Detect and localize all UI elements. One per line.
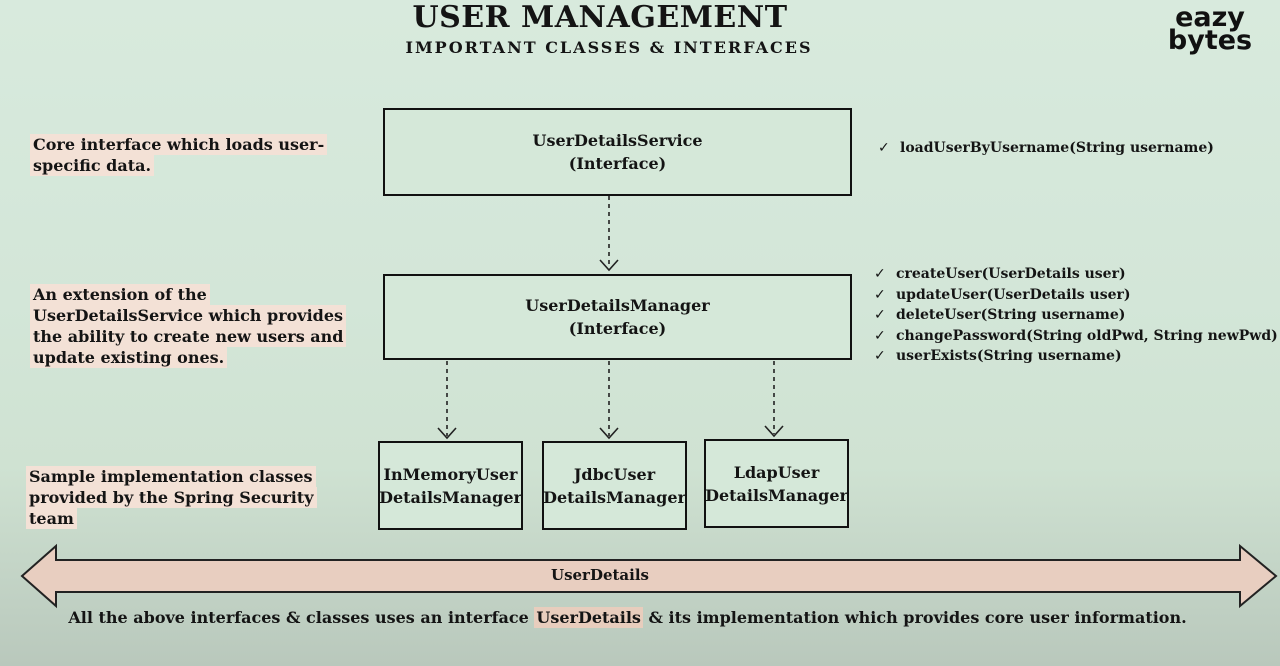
service-description: Core interface which loads user-specific…: [30, 134, 370, 176]
ldap-line-2: DetailsManager: [705, 485, 848, 505]
arrowhead-manager-ldap: [764, 425, 784, 438]
page-title: USER MANAGEMENT: [412, 0, 788, 35]
page-subtitle: IMPORTANT CLASSES & INTERFACES: [405, 38, 813, 57]
user-details-manager-kind: (Interface): [568, 319, 667, 338]
method-item: ✓loadUserByUsername(String username): [878, 138, 1214, 159]
user-details-service-box: UserDetailsService (Interface): [383, 108, 852, 196]
check-icon: ✓: [874, 327, 886, 344]
logo-line-2: bytes: [1167, 25, 1253, 56]
user-details-service-kind: (Interface): [568, 154, 667, 173]
footer-note: All the above interfaces & classes uses …: [68, 607, 1187, 628]
ldap-line-1: LdapUser: [733, 462, 820, 482]
logo-line-1: eazy: [1175, 2, 1245, 33]
implementations-description: Sample implementation classes provided b…: [26, 466, 351, 529]
method-item: ✓changePassword(String oldPwd, String ne…: [874, 326, 1278, 347]
ldap-user-details-manager-box: LdapUser DetailsManager: [704, 439, 849, 528]
jdbc-line-1: JdbcUser: [573, 464, 656, 484]
inmemory-line-1: InMemoryUser: [383, 464, 518, 484]
arrowhead-manager-jdbc: [599, 427, 619, 440]
inmemory-user-details-manager-box: InMemoryUser DetailsManager: [378, 441, 523, 530]
method-item: ✓createUser(UserDetails user): [874, 264, 1278, 285]
check-icon: ✓: [874, 266, 886, 282]
user-details-double-arrow: [20, 543, 1278, 609]
user-details-manager-name: UserDetailsManager: [525, 296, 710, 315]
manager-methods-list: ✓createUser(UserDetails user) ✓updateUse…: [874, 264, 1278, 367]
manager-description: An extension of the UserDetailsService w…: [30, 284, 370, 368]
method-item: ✓userExists(String username): [874, 346, 1278, 367]
jdbc-user-details-manager-box: JdbcUser DetailsManager: [542, 441, 687, 530]
method-item: ✓deleteUser(String username): [874, 305, 1278, 326]
jdbc-line-2: DetailsManager: [543, 487, 686, 507]
user-details-arrow-label: UserDetails: [550, 566, 649, 584]
check-icon: ✓: [874, 348, 886, 364]
footer-highlight: UserDetails: [534, 607, 643, 628]
user-details-service-name: UserDetailsService: [532, 131, 703, 150]
check-icon: ✓: [878, 140, 890, 156]
eazybytes-logo: eazy bytes: [1160, 2, 1260, 56]
service-methods-list: ✓loadUserByUsername(String username): [878, 138, 1214, 159]
inmemory-line-2: DetailsManager: [379, 487, 522, 507]
check-icon: ✓: [874, 307, 886, 323]
user-details-manager-box: UserDetailsManager (Interface): [383, 274, 852, 360]
check-icon: ✓: [874, 286, 886, 303]
arrowhead-manager-inmemory: [437, 427, 457, 440]
method-item: ✓updateUser(UserDetails user): [874, 285, 1278, 306]
arrowhead-service-manager: [599, 259, 619, 272]
